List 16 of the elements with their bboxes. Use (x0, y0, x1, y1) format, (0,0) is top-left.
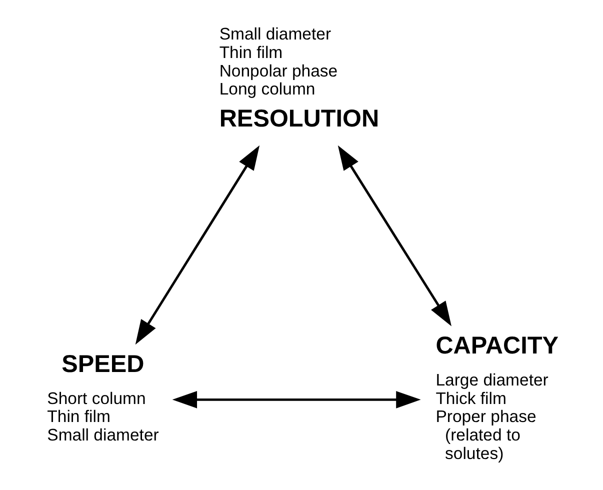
node-text: RESOLUTION (218, 106, 379, 133)
arrow (337, 145, 451, 326)
node-text: CAPACITY (435, 332, 558, 360)
node-label: Small diameter (218, 24, 331, 44)
arrow (172, 391, 420, 408)
node-text: SPEED (61, 350, 144, 378)
arrow (134, 145, 260, 345)
node-label: Short column (46, 388, 146, 408)
node-label: Large diameter (435, 370, 548, 390)
node-label: Thick film (435, 388, 506, 408)
node-label: Small diameter (46, 426, 158, 445)
node-label: Thin film (46, 407, 110, 426)
node-label: Proper phase (related to solutes) (435, 407, 536, 463)
node-label: Nonpolar phase (218, 61, 338, 80)
node-label: Thin film (218, 43, 282, 62)
node-label: Long column (218, 80, 315, 99)
